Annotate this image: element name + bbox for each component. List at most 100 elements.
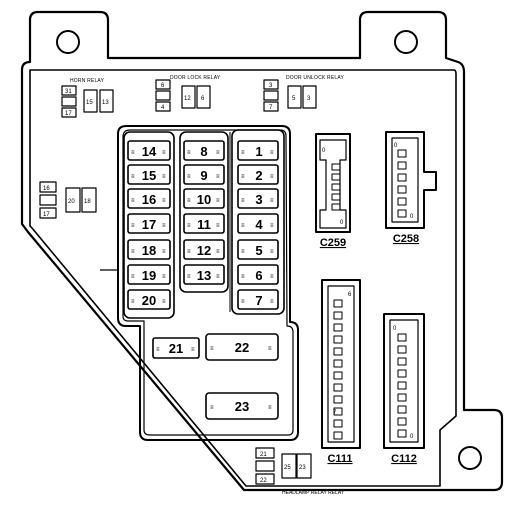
left-relay-pin <box>39 194 57 206</box>
door-unlock-relay-pin <box>302 85 317 109</box>
fuse-body <box>183 239 225 260</box>
fuse-number: 17 <box>142 217 156 232</box>
fuse-terminal-mark: ≡ <box>156 347 160 353</box>
fuse-terminal-mark: ≡ <box>162 249 166 255</box>
door-lock-relay-pin <box>181 85 196 109</box>
fuse-column-right: ≡ ≡ 1 ≡ ≡ 2 ≡ ≡ 3 ≡ ≡ 4 ≡ ≡ 5 <box>237 140 279 310</box>
horn-relay: HORN RELAY 31 17 15 13 <box>61 78 114 118</box>
fuse-terminal-mark: ≡ <box>210 346 214 352</box>
fuse-6: ≡ ≡ 6 <box>237 264 279 285</box>
fuse-17: ≡ ≡ 17 <box>127 213 171 234</box>
fuse-10: ≡ ≡ 10 <box>183 188 225 209</box>
fuse-number: 10 <box>197 192 211 207</box>
door-lock-relay-pin-label: 6 <box>161 83 165 89</box>
fuse-body <box>183 264 225 285</box>
connector-pin-cavity <box>397 161 407 170</box>
connector-pin-cavity <box>331 193 341 201</box>
horn-relay-label: HORN RELAY <box>70 78 105 84</box>
door-unlock-relay-pin <box>263 90 279 101</box>
fuse-terminal-mark: ≡ <box>270 150 274 156</box>
door-unlock-relay: DOOR UNLOCK RELAY 3 7 5 3 <box>263 75 344 112</box>
fuse-body <box>237 140 279 161</box>
fuse-terminal-mark: ≡ <box>270 249 274 255</box>
fuse-8: ≡ ≡ 8 <box>183 140 225 161</box>
horn-relay-pin-label: 13 <box>102 100 109 106</box>
door-lock-relay: DOOR LOCK RELAY 6 4 12 6 <box>155 75 221 112</box>
connector-pin-cavity <box>397 429 407 438</box>
left-relay-pin <box>39 181 57 193</box>
horn-relay-pin <box>83 89 98 113</box>
fuse-number: 1 <box>255 144 262 159</box>
fuse-terminal-mark: ≡ <box>270 223 274 229</box>
fuse-body <box>127 239 171 260</box>
fuse-panel-frame <box>117 125 299 441</box>
fuse-number: 6 <box>255 268 262 283</box>
left-relay-pin-label: 18 <box>84 199 91 205</box>
horn-relay-pin-label: 17 <box>65 111 72 117</box>
fuse-terminal-mark: ≡ <box>241 274 245 280</box>
fuse-body <box>237 213 279 234</box>
fuse-terminal-mark: ≡ <box>131 249 135 255</box>
fuse-terminal-mark: ≡ <box>191 347 195 353</box>
fuse-body <box>183 188 225 209</box>
fuse-terminal-mark: ≡ <box>241 150 245 156</box>
door-unlock-relay-pin-label: 5 <box>292 96 296 102</box>
fuse-body <box>237 289 279 310</box>
door-unlock-relay-pin <box>263 101 279 112</box>
fuse-column-left: ≡ ≡ 14 ≡ ≡ 15 ≡ ≡ 16 ≡ ≡ 17 ≡ ≡ 18 <box>127 140 171 310</box>
fuse-number: 16 <box>142 192 156 207</box>
connector-pin-cavity <box>397 173 407 182</box>
headlamp-relay-pin <box>255 460 275 472</box>
housing-inner-outline <box>29 69 457 487</box>
fuse-body <box>127 213 171 234</box>
door-unlock-relay-pin <box>287 85 302 109</box>
fuse-20: ≡ ≡ 20 <box>127 289 171 310</box>
fuse-body <box>183 164 225 185</box>
fuse-number: 4 <box>255 217 263 232</box>
left-relay: 16 17 20 18 <box>39 181 97 219</box>
connector-pin-cavity <box>397 405 407 414</box>
fuse-terminal-mark: ≡ <box>131 198 135 204</box>
connector-c111-label: C111 <box>327 453 352 465</box>
connector-c258-label: C258 <box>393 233 419 245</box>
fuse-terminal-mark: ≡ <box>216 198 220 204</box>
connector-c259-label: C259 <box>320 237 346 249</box>
connector-c112-body <box>383 313 425 449</box>
housing-outline <box>20 10 504 492</box>
connector-pin-cavity <box>333 359 343 368</box>
connector-pin-cavity <box>333 347 343 356</box>
fuse-column-middle-frame <box>179 131 229 293</box>
connector-c112: 0 0 C112 <box>383 313 425 465</box>
door-lock-relay-pin-label: 4 <box>161 105 165 111</box>
connector-pin-cavity <box>333 419 343 428</box>
connector-c259-body <box>315 133 351 233</box>
connector-c112-pin: 0 <box>410 434 414 440</box>
fuse-body <box>205 333 279 361</box>
horn-relay-pin-label: 15 <box>86 100 93 106</box>
fuse-3: ≡ ≡ 3 <box>237 188 279 209</box>
fuse-column-left-frame <box>123 131 175 319</box>
connector-pin-cavity <box>397 333 407 342</box>
fuse-terminal-mark: ≡ <box>162 274 166 280</box>
fuse-terminal-mark: ≡ <box>131 174 135 180</box>
left-relay-pin <box>39 207 57 219</box>
fuse-terminal-mark: ≡ <box>187 150 191 156</box>
fuse-body <box>237 264 279 285</box>
fuse-terminal-mark: ≡ <box>241 223 245 229</box>
left-relay-pin-label: 20 <box>68 199 75 205</box>
left-relay-pin-label: 16 <box>43 186 50 192</box>
connector-c111: 6 7 C111 <box>321 279 361 465</box>
fuse-number: 13 <box>197 268 211 283</box>
fuse-body <box>152 337 200 359</box>
left-relay-pin-label: 17 <box>43 212 50 218</box>
fuse-number: 21 <box>169 341 183 356</box>
fuse-23: ≡ ≡ 23 <box>205 392 279 420</box>
headlamp-relay-label: HEADLAMP RELAY RELAY <box>282 490 345 496</box>
fuse-number: 2 <box>255 168 262 183</box>
fuse-number: 15 <box>142 168 156 183</box>
connector-pin-cavity <box>331 163 341 171</box>
fuse-9: ≡ ≡ 9 <box>183 164 225 185</box>
connector-c259-pin: 0 <box>322 148 326 154</box>
fuse-body <box>237 239 279 260</box>
